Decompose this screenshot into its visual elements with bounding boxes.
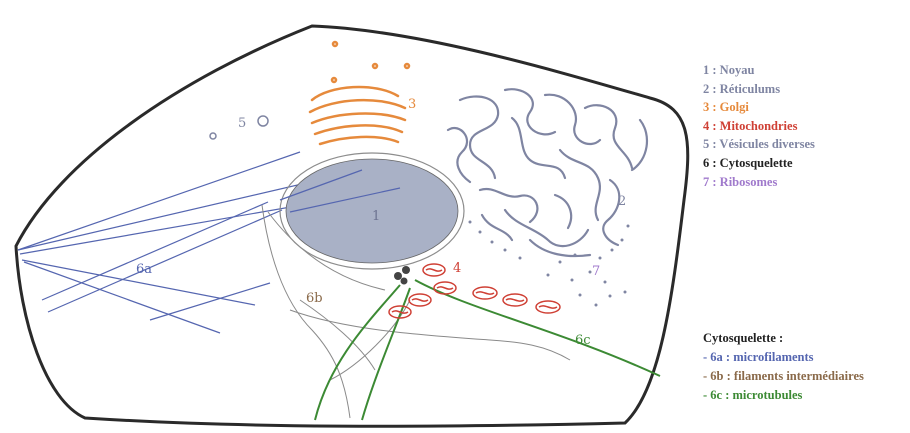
label-mitochondria: 4 bbox=[453, 261, 461, 276]
label-microfilaments: 6a bbox=[136, 262, 152, 277]
label-ribosomes: 7 bbox=[592, 264, 600, 279]
cytoskeleton-item-microtubules: - 6c : microtubules bbox=[703, 386, 864, 405]
microtubules bbox=[315, 280, 660, 420]
legend-item-cytosquelette: 6 : Cytosquelette bbox=[703, 154, 815, 173]
legend-item-noyau: 1 : Noyau bbox=[703, 61, 815, 80]
legend-item-mitochondries: 4 : Mitochondries bbox=[703, 117, 815, 136]
legend: 1 : Noyau 2 : Réticulums 3 : Golgi 4 : M… bbox=[703, 61, 815, 191]
mitochondria bbox=[389, 264, 560, 318]
cytoskeleton-item-microfilaments: - 6a : microfilaments bbox=[703, 348, 864, 367]
label-intermediate: 6b bbox=[306, 291, 323, 306]
legend-item-golgi: 3 : Golgi bbox=[703, 98, 815, 117]
legend-item-vesicules: 5 : Vésicules diverses bbox=[703, 135, 815, 154]
reticulum bbox=[448, 89, 647, 256]
centrioles bbox=[394, 266, 410, 285]
legend-item-ribosomes: 7 : Ribosomes bbox=[703, 173, 815, 192]
cytoskeleton-item-intermediate: - 6b : filaments intermédiaires bbox=[703, 367, 864, 386]
legend-item-reticulums: 2 : Réticulums bbox=[703, 80, 815, 99]
cytoskeleton-legend: Cytosquelette : - 6a : microfilaments - … bbox=[703, 329, 864, 405]
label-microtubules: 6c bbox=[575, 333, 591, 348]
label-reticulum: 2 bbox=[618, 194, 626, 209]
label-golgi: 3 bbox=[408, 97, 416, 112]
label-nucleus: 1 bbox=[372, 209, 380, 224]
cytoskeleton-title: Cytosquelette : bbox=[703, 329, 864, 348]
golgi bbox=[310, 42, 409, 144]
label-vesicles: 5 bbox=[238, 116, 246, 131]
